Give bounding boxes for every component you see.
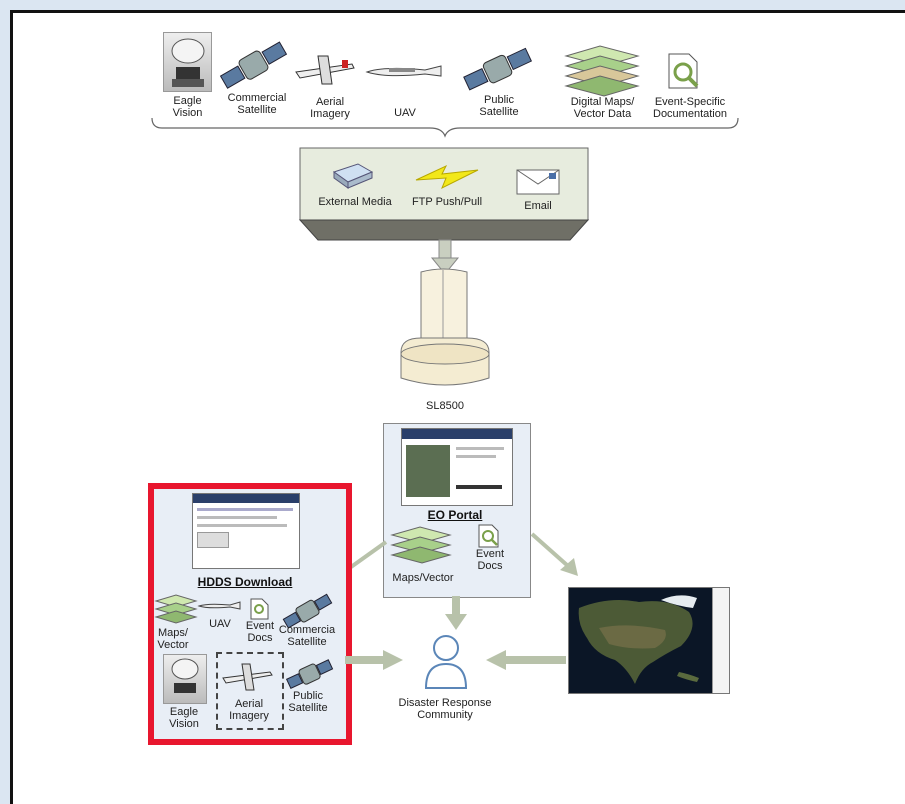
digital-maps-icon <box>564 45 640 97</box>
commercial-satellite-icon <box>219 41 288 89</box>
hdds-eagle-icon <box>171 658 199 693</box>
hdds-eagle-label: Eagle Vision <box>169 706 199 730</box>
external-media-icon <box>332 163 374 189</box>
hdds-uav-label: UAV <box>209 618 231 630</box>
commercial-satellite-label: Commercial Satellite <box>227 92 287 116</box>
hdds-aerial-dashed-box <box>216 652 284 730</box>
external-media-label: External Media <box>318 196 392 208</box>
hdds-title[interactable]: HDDS Download <box>197 575 293 589</box>
uav-label: UAV <box>394 107 416 119</box>
email-icon <box>516 169 560 195</box>
ftp-label: FTP Push/Pull <box>411 196 483 208</box>
public-satellite-icon <box>463 47 533 91</box>
uav-icon <box>365 65 442 77</box>
event-docs-label: Event-Specific Documentation <box>653 96 727 120</box>
eagle-vision-image <box>163 32 212 92</box>
north-america-map <box>569 588 713 693</box>
hdds-docs-icon <box>250 598 269 620</box>
eo-docs-label: Event Docs <box>475 548 505 572</box>
hdds-commercial-satellite-icon <box>282 593 333 629</box>
hdds-public-satellite-icon <box>285 659 334 690</box>
arrow-eo-to-community <box>445 596 467 630</box>
person-icon <box>424 635 468 689</box>
hdds-public-label: Public Satellite <box>288 690 328 714</box>
digital-maps-label: Digital Maps/ Vector Data <box>570 96 635 120</box>
sources-bracket <box>151 117 739 138</box>
email-label: Email <box>524 200 552 212</box>
aerial-imagery-label: Aerial Imagery <box>310 96 350 120</box>
storage-icon <box>400 268 490 386</box>
hdds-uav-icon <box>197 601 241 610</box>
hdds-aerial-label: Aerial Imagery <box>229 698 269 722</box>
hdds-maps-icon <box>154 594 198 624</box>
eagle-vision-label: Eagle Vision <box>172 95 203 119</box>
hdds-aerial-plane-icon <box>222 663 273 691</box>
arrow-hdds-to-community <box>345 650 403 670</box>
document-search-icon <box>668 53 699 89</box>
arrow-eo-to-map <box>530 532 578 576</box>
hdds-screenshot <box>192 493 300 569</box>
arrow-map-to-community <box>486 650 566 670</box>
eo-maps-label: Maps/Vector <box>392 572 454 584</box>
lightning-icon <box>415 164 479 190</box>
eo-portal-screenshot <box>401 428 513 506</box>
map-viewer[interactable] <box>568 587 730 694</box>
eo-portal-title[interactable]: EO Portal <box>427 508 483 522</box>
hdds-commercial-label: Commercia Satellite <box>278 624 336 648</box>
community-label: Disaster Response Community <box>398 697 492 721</box>
storage-label: SL8500 <box>426 400 464 412</box>
aerial-plane-icon <box>295 55 355 85</box>
hdds-docs-label: Event Docs <box>245 620 275 644</box>
hdds-eagle-image <box>163 654 207 704</box>
eagle-vision-icon <box>171 38 205 87</box>
hdds-maps-label: Maps/ Vector <box>157 627 189 651</box>
eo-docs-icon <box>478 524 499 548</box>
arrow-ingest-to-storage <box>430 239 460 275</box>
eo-maps-icon <box>390 526 452 564</box>
public-satellite-label: Public Satellite <box>479 94 519 118</box>
